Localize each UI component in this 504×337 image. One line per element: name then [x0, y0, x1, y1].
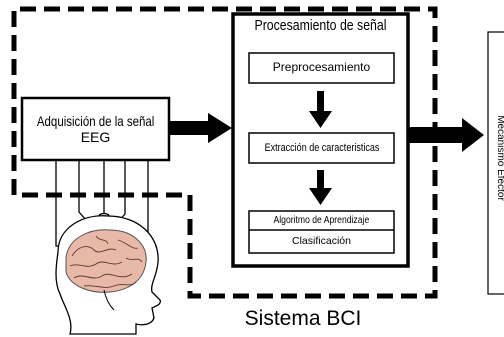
learning-algorithm-label: Algoritmo de Aprendizaje: [249, 211, 394, 230]
effector-text: Mecanismo Efector: [494, 115, 504, 201]
system-label: Sistema BCI: [228, 306, 378, 332]
acquisition-label-line1: Adquisición de la señal: [36, 112, 155, 129]
preprocessing-label: Preprocesamiento: [249, 53, 394, 83]
bci-system-boundary: [11, 6, 438, 299]
processing-title: Procesamiento de señal: [233, 15, 408, 37]
processing-title-text: Procesamiento de señal: [254, 17, 387, 35]
acquisition-label: Adquisición de la señal EEG: [22, 100, 169, 158]
head-with-brain-icon: [55, 215, 162, 335]
preprocessing-text: Preprocesamiento: [272, 60, 371, 75]
classification-text: Clasificación: [292, 235, 351, 248]
feature-extraction-label: Extracción de caracteristicas: [249, 133, 394, 163]
acquisition-box: [20, 96, 171, 162]
effector-box: [487, 31, 504, 295]
arrow-processing-to-effector: [408, 118, 484, 152]
arrow-acquisition-to-processing: [170, 113, 232, 143]
arrow-preprocessing-to-extraction: [309, 91, 332, 128]
system-label-text: Sistema BCI: [244, 306, 362, 330]
preprocessing-box: [248, 52, 395, 84]
learning-algorithm-text: Algoritmo de Aprendizaje: [273, 214, 370, 227]
classification-label: Clasificación: [249, 230, 394, 253]
acquisition-label-line2: EEG: [80, 129, 111, 145]
feature-extraction-text: Extracción de caracteristicas: [264, 141, 379, 154]
classifier-box: [248, 210, 395, 254]
effector-label: Mecanismo Efector: [493, 98, 504, 218]
arrow-extraction-to-classifier: [309, 170, 332, 205]
feature-extraction-box: [248, 132, 395, 164]
